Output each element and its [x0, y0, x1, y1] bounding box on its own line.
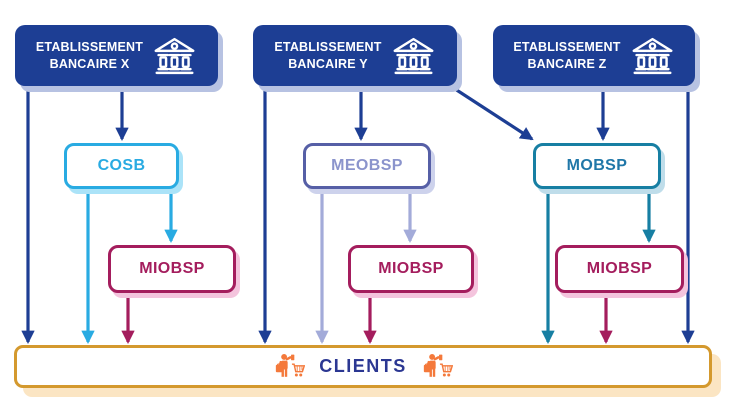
- node-miobsp-middle: MIOBSP: [348, 245, 474, 293]
- node-bank-x: ETABLISSEMENT BANCAIRE X: [15, 25, 218, 86]
- node-miobsp-left: MIOBSP: [108, 245, 236, 293]
- bank-icon: [632, 37, 673, 74]
- bank-y-label: ETABLISSEMENT BANCAIRE Y: [274, 39, 381, 72]
- bank-x-label-line1: ETABLISSEMENT: [35, 40, 144, 55]
- node-bank-z: ETABLISSEMENT BANCAIRE Z: [493, 25, 695, 86]
- miobsp-middle-label: MIOBSP: [378, 260, 444, 277]
- shopper-with-cart-icon: [423, 353, 453, 377]
- bank-icon: [154, 37, 195, 74]
- arrow-bank-y-to-mobsp: [451, 85, 534, 141]
- node-miobsp-right: MIOBSP: [555, 245, 684, 293]
- bank-x-label-line2: BANCAIRE X: [49, 56, 130, 71]
- node-cosb: COSB: [64, 143, 179, 189]
- clients-label: CLIENTS: [319, 356, 407, 376]
- bank-x-label: ETABLISSEMENT BANCAIRE X: [36, 39, 143, 72]
- bank-z-label-line1: ETABLISSEMENT: [513, 40, 621, 55]
- bank-z-label: ETABLISSEMENT BANCAIRE Z: [513, 39, 620, 72]
- shopper-with-cart-icon: [276, 353, 306, 377]
- node-bank-y: ETABLISSEMENT BANCAIRE Y: [253, 25, 457, 86]
- meobsp-label: MEOBSP: [331, 157, 403, 174]
- node-clients: CLIENTS: [14, 345, 712, 388]
- node-mobsp: MOBSP: [533, 143, 661, 189]
- bank-y-label-line1: ETABLISSEMENT: [274, 40, 382, 55]
- cosb-label: COSB: [97, 157, 146, 174]
- miobsp-right-label: MIOBSP: [586, 260, 653, 277]
- mobsp-label: MOBSP: [566, 157, 628, 174]
- miobsp-left-label: MIOBSP: [139, 260, 205, 277]
- bank-y-label-line2: BANCAIRE Y: [288, 56, 368, 71]
- node-meobsp: MEOBSP: [303, 143, 431, 189]
- bank-icon: [393, 37, 434, 74]
- bank-z-label-line2: BANCAIRE Z: [527, 56, 607, 71]
